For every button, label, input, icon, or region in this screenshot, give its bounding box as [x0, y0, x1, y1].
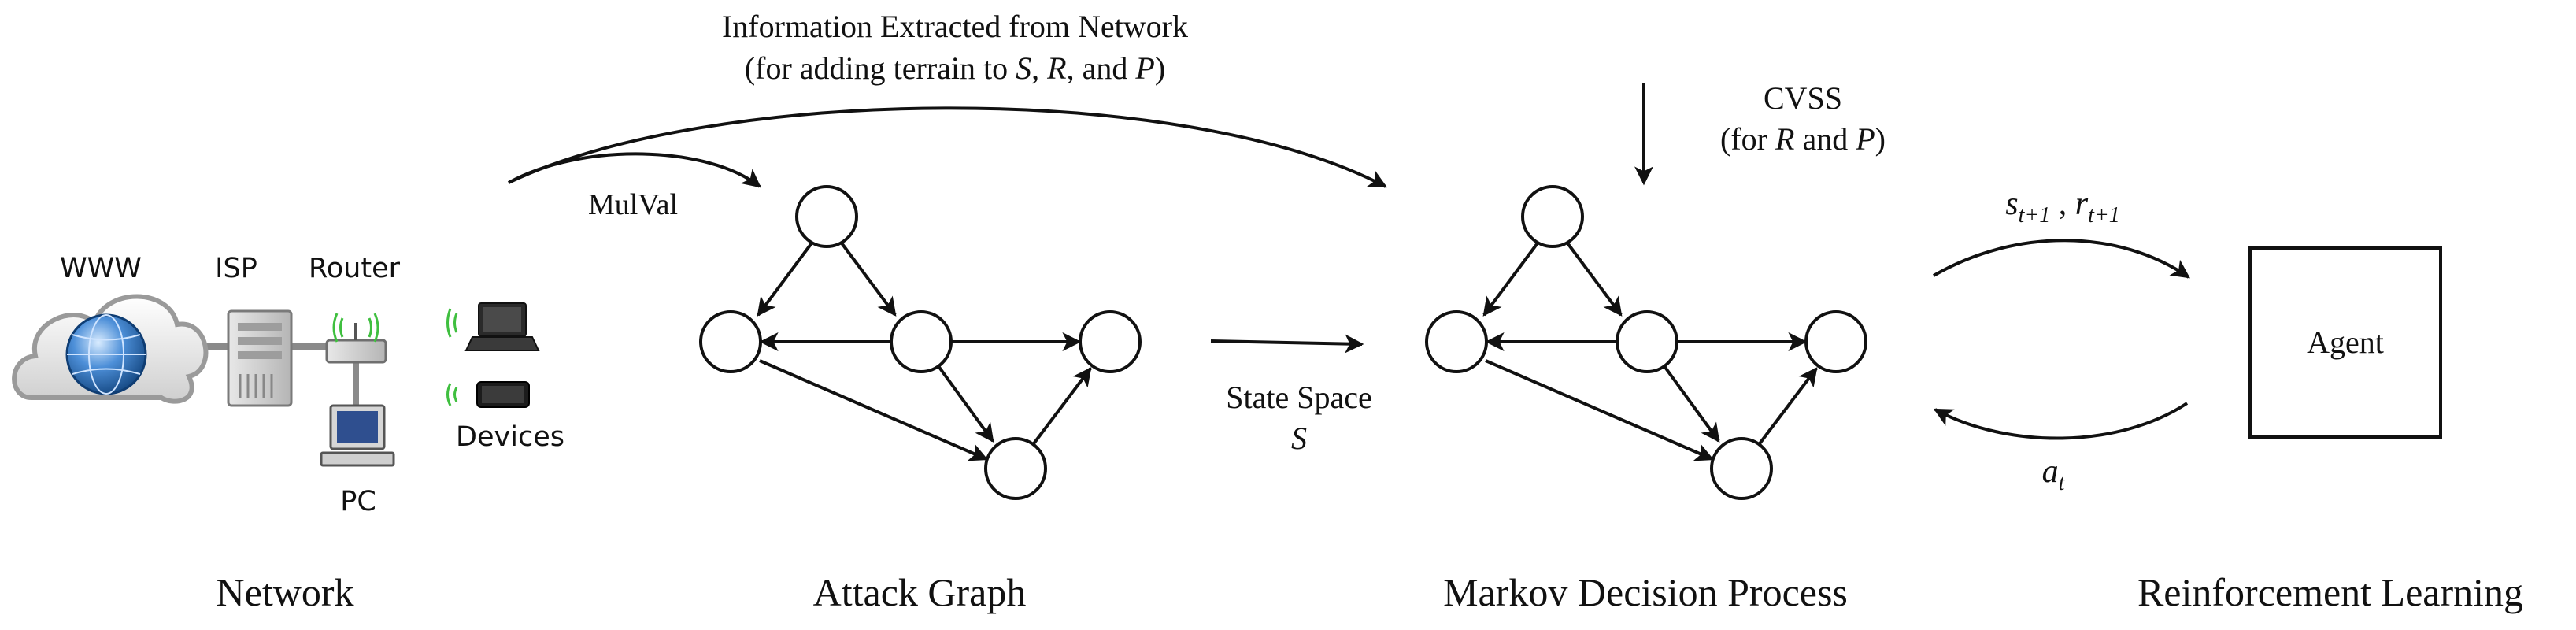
attack-graph	[699, 185, 1142, 500]
mdp-node-top	[1521, 185, 1584, 248]
ag-edge-bottom-right	[1031, 367, 1092, 447]
info-extracted-line1: Information Extracted from Network	[722, 9, 1188, 44]
mdp-title: Markov Decision Process	[1443, 570, 1848, 614]
www-label: WWW	[60, 253, 142, 284]
rl-title: Reinforcement Learning	[2137, 570, 2523, 614]
attack-graph-title: Attack Graph	[813, 570, 1027, 614]
mulval-label: MulVal	[588, 188, 678, 221]
ag-edge-left-bottom	[759, 359, 989, 461]
ag-node-mid	[890, 310, 953, 373]
ag-edge-mid-bottom	[937, 365, 994, 443]
info-extracted-line2: (for adding terrain to S, R, and P)	[745, 50, 1165, 86]
arrow-network-to-mdp	[508, 106, 1388, 188]
agent-label: Agent	[2307, 324, 2384, 360]
network-illustration: WWW ISP Router PC Devices	[12, 253, 564, 517]
action-label: at	[2042, 454, 2066, 495]
state-space-label: State Space	[1226, 380, 1372, 415]
pc-label: PC	[340, 486, 376, 517]
cvss-label: CVSS	[1764, 80, 1842, 116]
mdp-edge-left-bottom	[1485, 359, 1715, 461]
mdp-edge-top-left	[1482, 239, 1541, 317]
devices-label: Devices	[456, 421, 564, 453]
state-space-symbol: S	[1291, 421, 1307, 456]
cvss-sublabel: (for R and P)	[1720, 121, 1886, 157]
isp-server-icon	[227, 309, 293, 407]
arrow-network-to-attack-graph	[508, 152, 761, 188]
arrow-attack-graph-to-mdp	[1210, 334, 1364, 354]
ag-node-left	[699, 310, 762, 373]
ag-node-top	[795, 185, 858, 248]
ag-node-bottom	[984, 437, 1047, 500]
state-reward-label: st+1 , rt+1	[2005, 186, 2120, 228]
isp-label: ISP	[215, 253, 257, 284]
mdp-graph	[1425, 185, 1867, 500]
ag-node-right	[1079, 310, 1142, 373]
network-title: Network	[217, 570, 354, 614]
tablet-icon	[446, 381, 530, 408]
agent-box	[2248, 246, 2442, 439]
mdp-edge-top-mid	[1564, 239, 1623, 317]
pc-icon	[320, 404, 395, 467]
ag-edge-top-mid	[838, 239, 897, 317]
mdp-node-bottom	[1710, 437, 1773, 500]
mdp-edge-mid-bottom	[1663, 365, 1720, 443]
arrow-agent-to-mdp	[1933, 402, 2189, 440]
mdp-node-left	[1425, 310, 1488, 373]
router-label: Router	[309, 253, 401, 284]
laptop-icon	[446, 302, 540, 351]
ag-edge-top-left	[757, 239, 815, 317]
www-cloud-icon	[12, 294, 209, 404]
mdp-node-mid	[1616, 310, 1678, 373]
mdp-edge-bottom-right	[1756, 367, 1818, 447]
mdp-node-right	[1804, 310, 1867, 373]
router-icon	[325, 313, 387, 364]
arrow-mdp-to-agent	[1933, 239, 2190, 279]
